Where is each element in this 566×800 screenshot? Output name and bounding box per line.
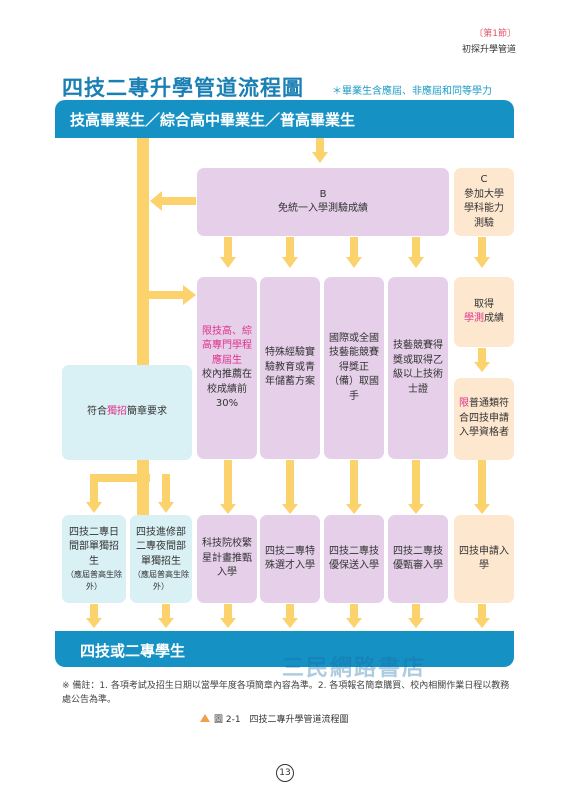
box-independent-requirements: 符合獨招簡章要求 (62, 365, 192, 460)
req-pre: 符合 (87, 406, 107, 418)
top-band (55, 100, 514, 138)
box-star-plan: 科技院校繁星計畫推甄入學 (197, 515, 257, 603)
top-band-label: 技高畢業生／綜合高中畢業生／普高畢業生 (70, 111, 356, 129)
b5-text: 四技申請入學 (459, 545, 509, 572)
score-highlight: 學測 (464, 313, 484, 324)
box-skill-selection: 四技二專技優甄審入學 (388, 515, 448, 603)
footnote: ※ 備註：1. 各項考試及招生日期以當學年度各項簡章內容為準。2. 各項報名簡章… (62, 681, 510, 705)
col1-text: 校內推薦在校成績前 30% (202, 369, 252, 409)
box-school-recommend: 限技高、綜高專門學程應屆生校內推薦在校成績前 30% (197, 277, 257, 459)
page-number: 13 (276, 764, 294, 782)
b4-text: 四技二專技優甄審入學 (393, 545, 443, 572)
limit-highlight: 限 (459, 398, 469, 410)
box-get-score: 取得學測成績 (454, 277, 514, 347)
score-post: 成績 (484, 313, 504, 324)
box-skill-competition: 技藝競賽得獎或取得乙級以上技術士證 (388, 277, 448, 459)
night-main: 四技進修部二專夜間部單獨招生 (136, 526, 186, 567)
night-sub: （應屆普高生除外） (133, 570, 189, 591)
box-c-line3: 學科能力 (464, 203, 504, 214)
box-night-independent: 四技進修部二專夜間部單獨招生 （應屆普高生除外） (130, 515, 192, 603)
day-sub: （應屆普高生除外） (66, 570, 122, 591)
col4-text: 技藝競賽得獎或取得乙級以上技術士證 (393, 340, 443, 395)
b3-text: 四技二專技優保送入學 (329, 545, 379, 572)
limit-text: 普通類符合四技申請入學資格者 (459, 398, 509, 439)
bottom-band-label: 四技或二專學生 (80, 642, 186, 660)
watermark: 三民網路書店 (282, 656, 427, 681)
col2-text: 特殊經驗實驗教育或青年儲蓄方案 (265, 347, 315, 388)
day-main: 四技二專日間部單獨招生 (69, 526, 119, 567)
caption-text: 圖 2-1 四技二專升學管道流程圖 (214, 715, 349, 725)
section-label: 〔第1節〕 (474, 29, 516, 39)
box-c-line4: 測驗 (474, 217, 494, 229)
graduate-note: ＊畢業生含應屆、非應屆和同等學力 (332, 86, 492, 97)
section-subtitle: 初探升學管道 (461, 45, 516, 55)
box-general-eligible: 限普通類符合四技申請入學資格者 (454, 378, 514, 460)
figure-caption: 圖 2-1 四技二專升學管道流程圖 (200, 712, 349, 725)
score-pre: 取得 (474, 298, 494, 310)
box-c-letter: C (480, 174, 488, 185)
box-b-letter: B (319, 188, 327, 200)
box-special-talent: 四技二專特殊選才入學 (260, 515, 320, 603)
b1-text: 科技院校繁星計畫推甄入學 (202, 538, 252, 579)
box-c: C 參加大學學科能力測驗 (454, 168, 514, 236)
box-c-line2: 參加大學 (464, 188, 504, 200)
caption-triangle-icon (200, 714, 210, 722)
box-b: B 免統一入學測驗成績 (197, 168, 449, 236)
box-application: 四技申請入學 (454, 515, 514, 603)
bottom-band (55, 631, 514, 667)
col3-text: 國際或全國技藝能競賽得獎正（備）取國手 (329, 332, 379, 402)
col1-highlight: 限技高、綜高專門學程應屆生 (202, 325, 252, 366)
box-skill-guarantee: 四技二專技優保送入學 (324, 515, 384, 603)
box-b-label: 免統一入學測驗成績 (278, 203, 368, 214)
b2-text: 四技二專特殊選才入學 (265, 545, 315, 572)
box-national-competition: 國際或全國技藝能競賽得獎正（備）取國手 (324, 277, 384, 459)
req-post: 簡章要求 (127, 406, 167, 418)
page-title: 四技二專升學管道流程圖 (62, 76, 304, 100)
req-highlight: 獨招 (107, 406, 127, 418)
box-special-experience: 特殊經驗實驗教育或青年儲蓄方案 (260, 277, 320, 459)
box-day-independent: 四技二專日間部單獨招生 （應屆普高生除外） (62, 515, 126, 603)
